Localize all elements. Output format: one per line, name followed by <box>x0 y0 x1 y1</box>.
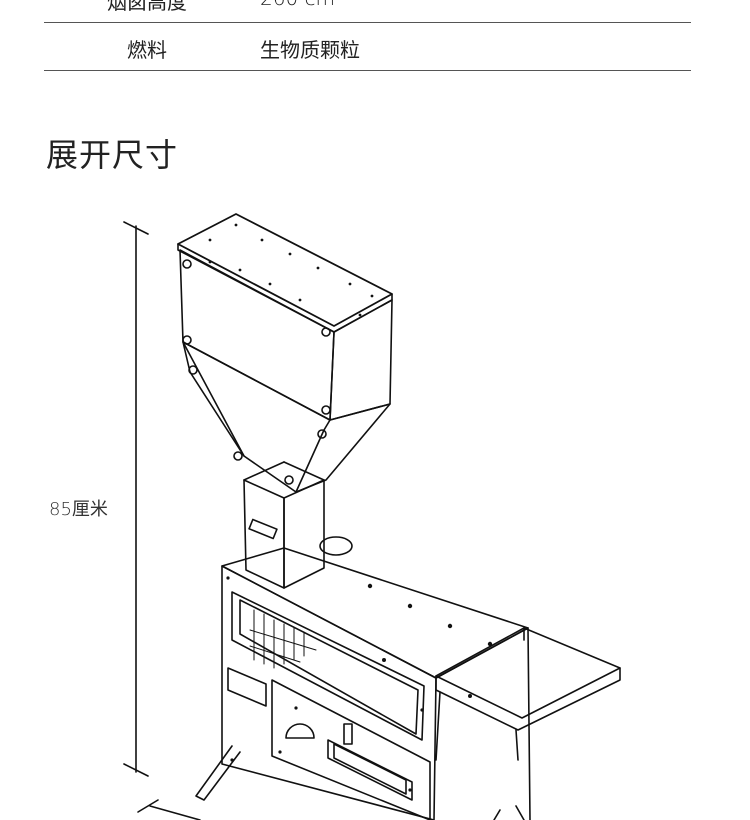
height-dimension-line <box>123 221 149 777</box>
section-title: 展开尺寸 <box>46 136 179 174</box>
height-dimension-label: 85厘米 <box>49 499 108 520</box>
spec-value: 生物质颗粒 <box>260 38 360 62</box>
spec-row-chimney-height: 烟囱高度 260 cm <box>44 0 691 23</box>
spec-label: 烟囱高度 <box>107 0 187 14</box>
depth-dimension-line <box>137 799 201 820</box>
pellet-hopper <box>177 213 393 493</box>
spec-label: 燃料 <box>127 38 167 62</box>
side-shelf <box>435 627 621 761</box>
stove-body <box>195 536 531 820</box>
feed-chute <box>243 461 325 589</box>
spec-value: 260 cm <box>260 0 335 10</box>
spec-row-fuel: 燃料 生物质颗粒 <box>44 22 691 71</box>
